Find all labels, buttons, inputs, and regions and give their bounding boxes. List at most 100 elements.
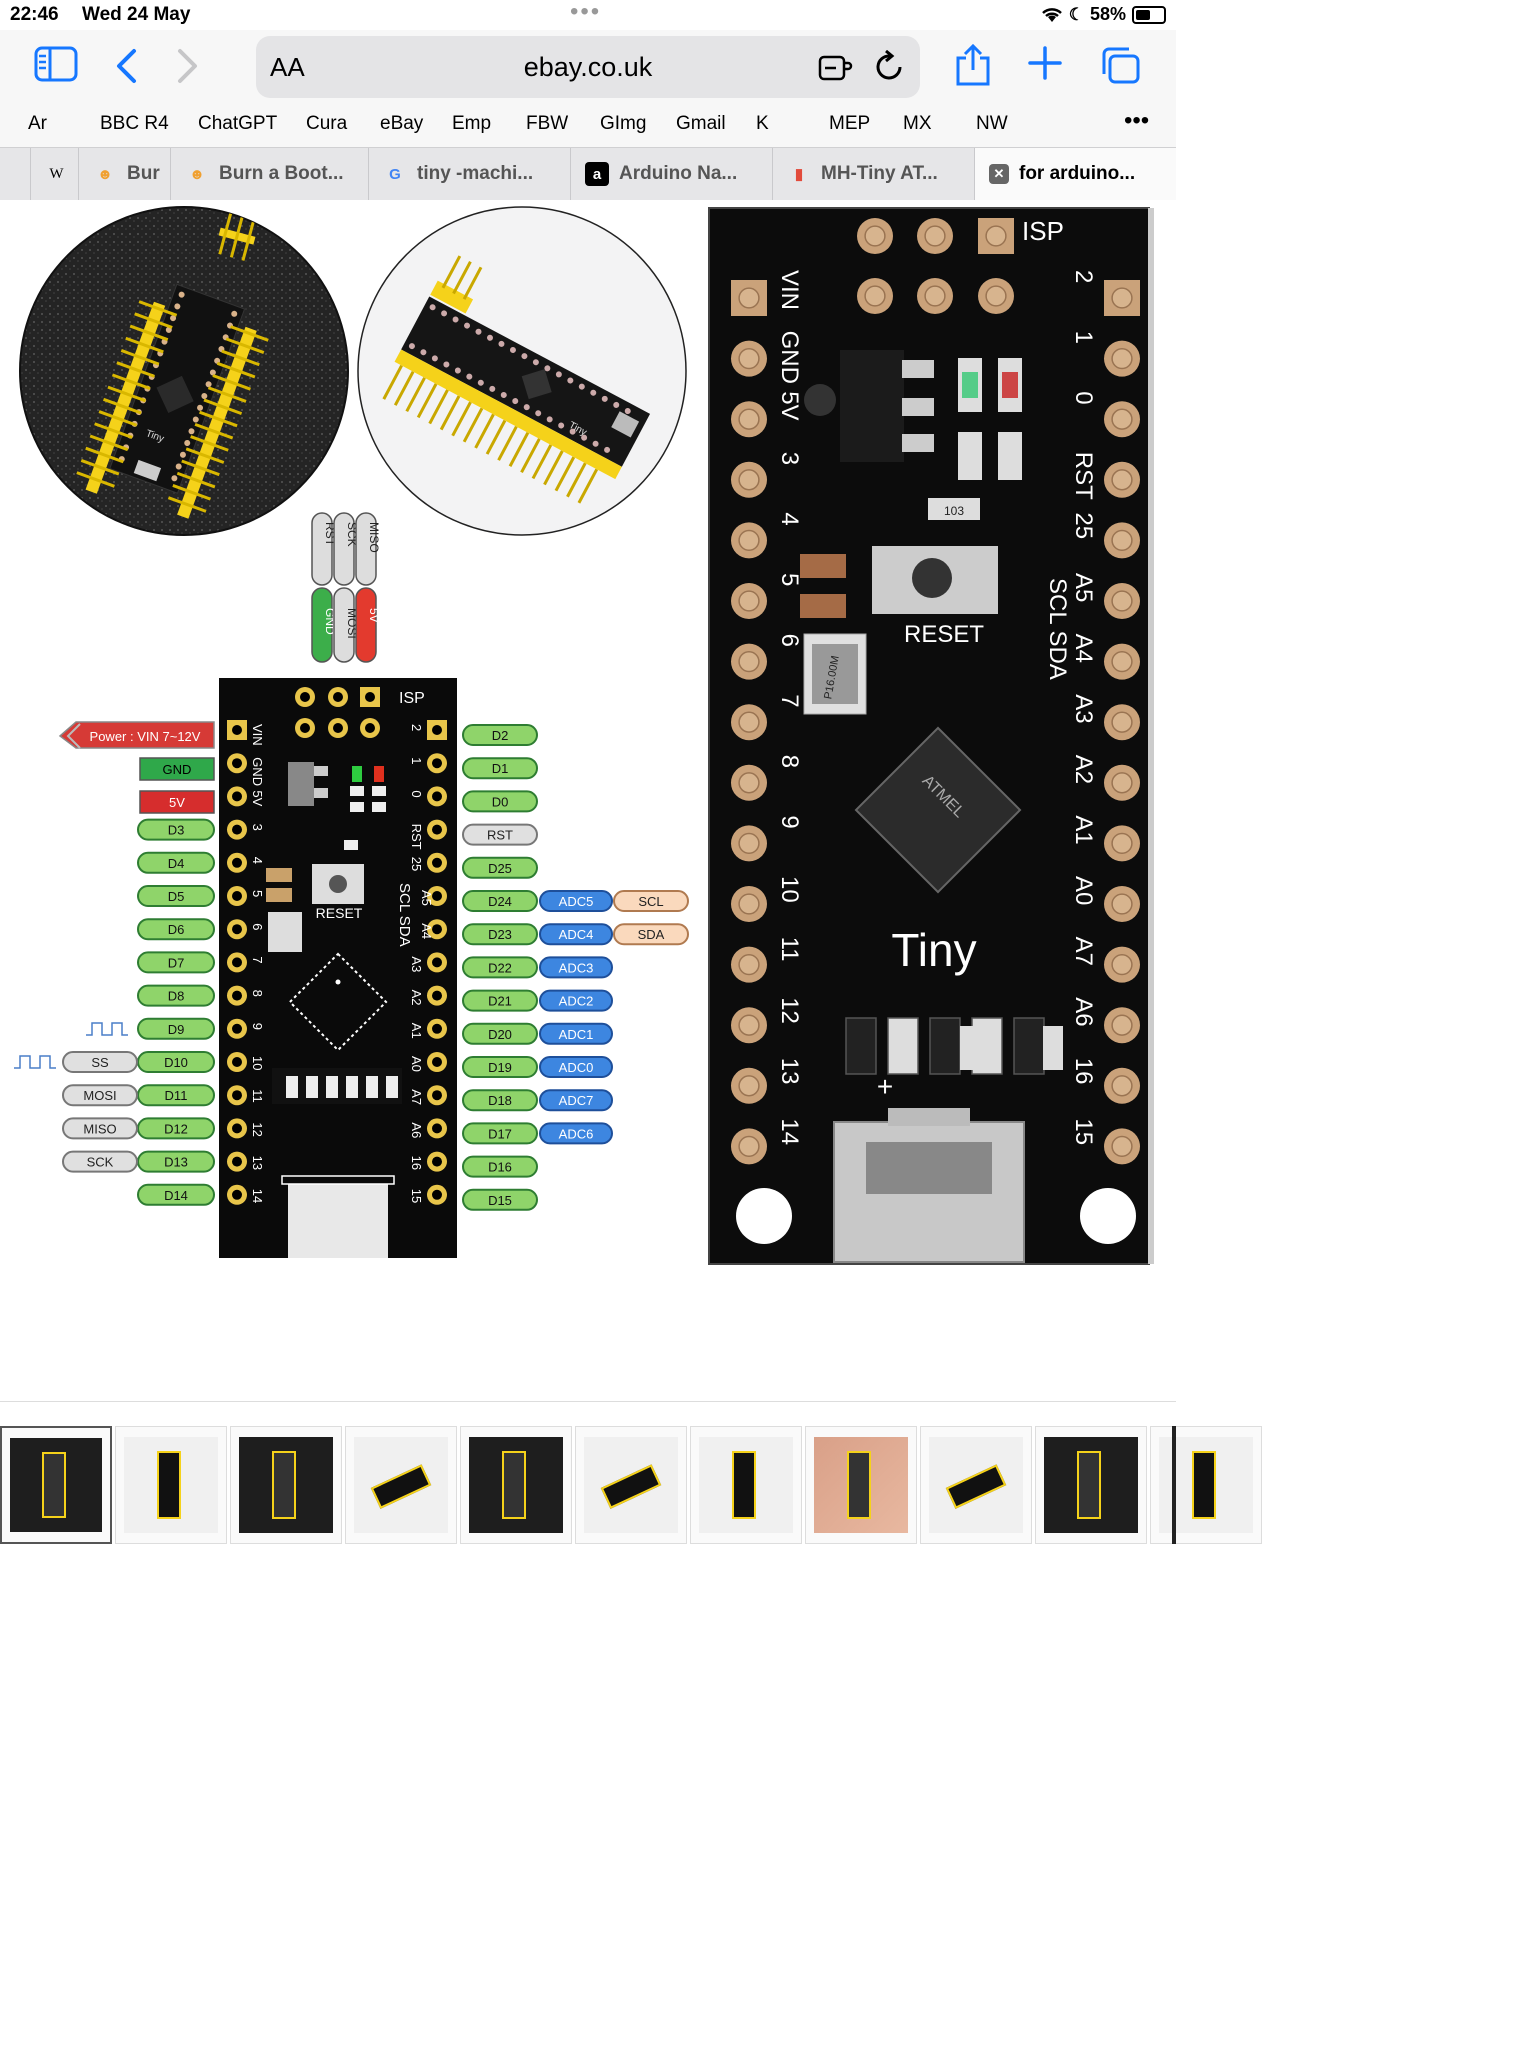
photo-right-pin-label: 16 (1070, 1058, 1097, 1085)
tab-1[interactable]: ☻Bur (78, 148, 170, 200)
favorite-emp[interactable]: Emp (452, 113, 492, 134)
thumbnail-4[interactable] (460, 1426, 572, 1544)
adc-label: ADC7 (559, 1093, 594, 1108)
favorite-cura[interactable]: Cura (306, 113, 348, 134)
tab-2[interactable]: ☻Burn a Boot... (170, 148, 368, 200)
thumbnail-image (699, 1437, 793, 1533)
favorite-chatgpt[interactable]: ChatGPT (198, 113, 278, 134)
digital-pin-label: D10 (164, 1055, 188, 1070)
spi-label: MISO (83, 1121, 116, 1136)
tab-overview-icon[interactable] (1100, 46, 1142, 94)
digital-pin-label: D1 (492, 761, 509, 776)
sidebar-icon[interactable] (34, 46, 78, 90)
favorite-gmail[interactable]: Gmail (676, 113, 726, 134)
adc-label: ADC5 (559, 894, 594, 909)
favorite-mep[interactable]: MEP (829, 113, 871, 134)
photo-left-pin-label: 5V (776, 391, 803, 420)
spi-label: SCK (87, 1155, 114, 1170)
diagram-right-pin-label: RST (409, 824, 424, 850)
tab-0[interactable]: W (30, 148, 78, 200)
url-text[interactable]: ebay.co.uk (523, 52, 653, 82)
thumbnail-6[interactable] (690, 1426, 802, 1544)
diagram-left-labels: Power : VIN 7~12VGND5VD3D4D5D6D7D8D9D10D… (14, 721, 215, 1206)
favorite-fbw[interactable]: FBW (526, 113, 569, 134)
thumbnail-9[interactable] (1035, 1426, 1147, 1544)
diagram-right-pin-label: A6 (409, 1122, 424, 1138)
wifi-icon (1041, 7, 1062, 22)
thumbnail-5[interactable] (575, 1426, 687, 1544)
digital-pin-label: D4 (168, 856, 185, 871)
text-size-button[interactable]: AA (270, 52, 305, 82)
share-icon[interactable] (954, 43, 992, 94)
photo-left-pin-label: 3 (776, 452, 803, 465)
amazon-icon: a (585, 162, 609, 186)
tab-6[interactable]: ✕for arduino... (974, 148, 1176, 200)
power-label: Power : VIN 7~12V (90, 729, 201, 744)
back-icon[interactable] (114, 48, 138, 92)
thumbnail-2[interactable] (230, 1426, 342, 1544)
digital-pin-label: D11 (165, 1088, 188, 1103)
digital-pin-label: D7 (168, 955, 185, 970)
photo-right-pin-label: 1 (1070, 331, 1097, 344)
shopping-bag-icon: ▮ (794, 166, 804, 183)
digital-pin-label: D15 (488, 1193, 512, 1208)
favorite-gimg[interactable]: GImg (600, 113, 647, 134)
thumbnail-0[interactable] (0, 1426, 112, 1544)
digital-pin-label: D0 (492, 794, 509, 809)
tab-label: Burn a Boot... (219, 163, 344, 184)
pwm-wave-icon (86, 1022, 128, 1036)
digital-pin-label: D3 (168, 823, 185, 838)
diagram-scl-sda: SCL SDA (396, 883, 413, 947)
diagram-right-pin-label: A5 (419, 890, 434, 906)
diagram-right-pin-label: A3 (409, 956, 424, 972)
thumbnail-image (354, 1437, 448, 1533)
photo-right-pin-label: 15 (1070, 1118, 1097, 1145)
battery-percent: 58% (1089, 4, 1126, 24)
diagram-left-pin-label: 3 (250, 824, 265, 831)
thumbnail-strip (0, 1426, 1262, 1546)
tab-label: Arduino Na... (619, 163, 738, 184)
thumbnail-10[interactable] (1150, 1426, 1262, 1544)
multitask-dots-icon[interactable]: ••• (570, 0, 602, 25)
product-image[interactable]: Tiny (0, 200, 1176, 1400)
digital-pin-label: D20 (488, 1027, 512, 1042)
thumbnail-image (929, 1437, 1023, 1533)
close-tab-icon[interactable]: ✕ (989, 164, 1009, 184)
diagram-left-pin-label: VIN (250, 724, 265, 746)
thumbnail-1[interactable] (115, 1426, 227, 1544)
more-favorites-icon[interactable]: ••• (1124, 107, 1150, 134)
photo-left-pin-label: 12 (776, 997, 803, 1024)
reload-icon[interactable] (874, 49, 906, 89)
tab-4[interactable]: a Arduino Na... (570, 148, 772, 200)
photo-left-pin-label: 11 (776, 937, 803, 962)
diagram-right-pin-label: 25 (409, 857, 424, 871)
favorite-ebay[interactable]: eBay (380, 113, 424, 134)
new-tab-icon[interactable] (1028, 46, 1062, 88)
favorite-k[interactable]: K (756, 113, 769, 134)
favorite-nw[interactable]: NW (976, 113, 1008, 134)
rst-label: RST (487, 828, 513, 843)
extension-icon[interactable] (818, 52, 854, 87)
diagram-reset-label: RESET (316, 905, 363, 921)
divider (0, 1401, 1176, 1402)
favorite-bbc-r4[interactable]: BBC R4 (100, 113, 169, 134)
photo-right-pin-label: 0 (1070, 391, 1097, 404)
digital-pin-label: D9 (168, 1022, 185, 1037)
diagram-right-pin-label: A1 (409, 1023, 424, 1039)
photo-left-pin-label: 14 (776, 1118, 803, 1145)
thumbnail-7[interactable] (805, 1426, 917, 1544)
forward-icon[interactable] (176, 48, 200, 92)
address-bar[interactable]: AA ebay.co.uk (256, 36, 920, 98)
photo-left-pin-label: 6 (776, 634, 803, 647)
favorite-ar[interactable]: Ar (28, 113, 47, 134)
photo-left-pin-label: 8 (776, 755, 803, 768)
thumbnail-8[interactable] (920, 1426, 1032, 1544)
thumbnail-3[interactable] (345, 1426, 457, 1544)
tab-5[interactable]: ▮MH-Tiny AT... (772, 148, 974, 200)
thumbnail-image (239, 1437, 333, 1533)
digital-pin-label: D19 (488, 1060, 512, 1075)
isp-pin-label: 5V (367, 608, 381, 623)
favorite-mx[interactable]: MX (903, 113, 932, 134)
